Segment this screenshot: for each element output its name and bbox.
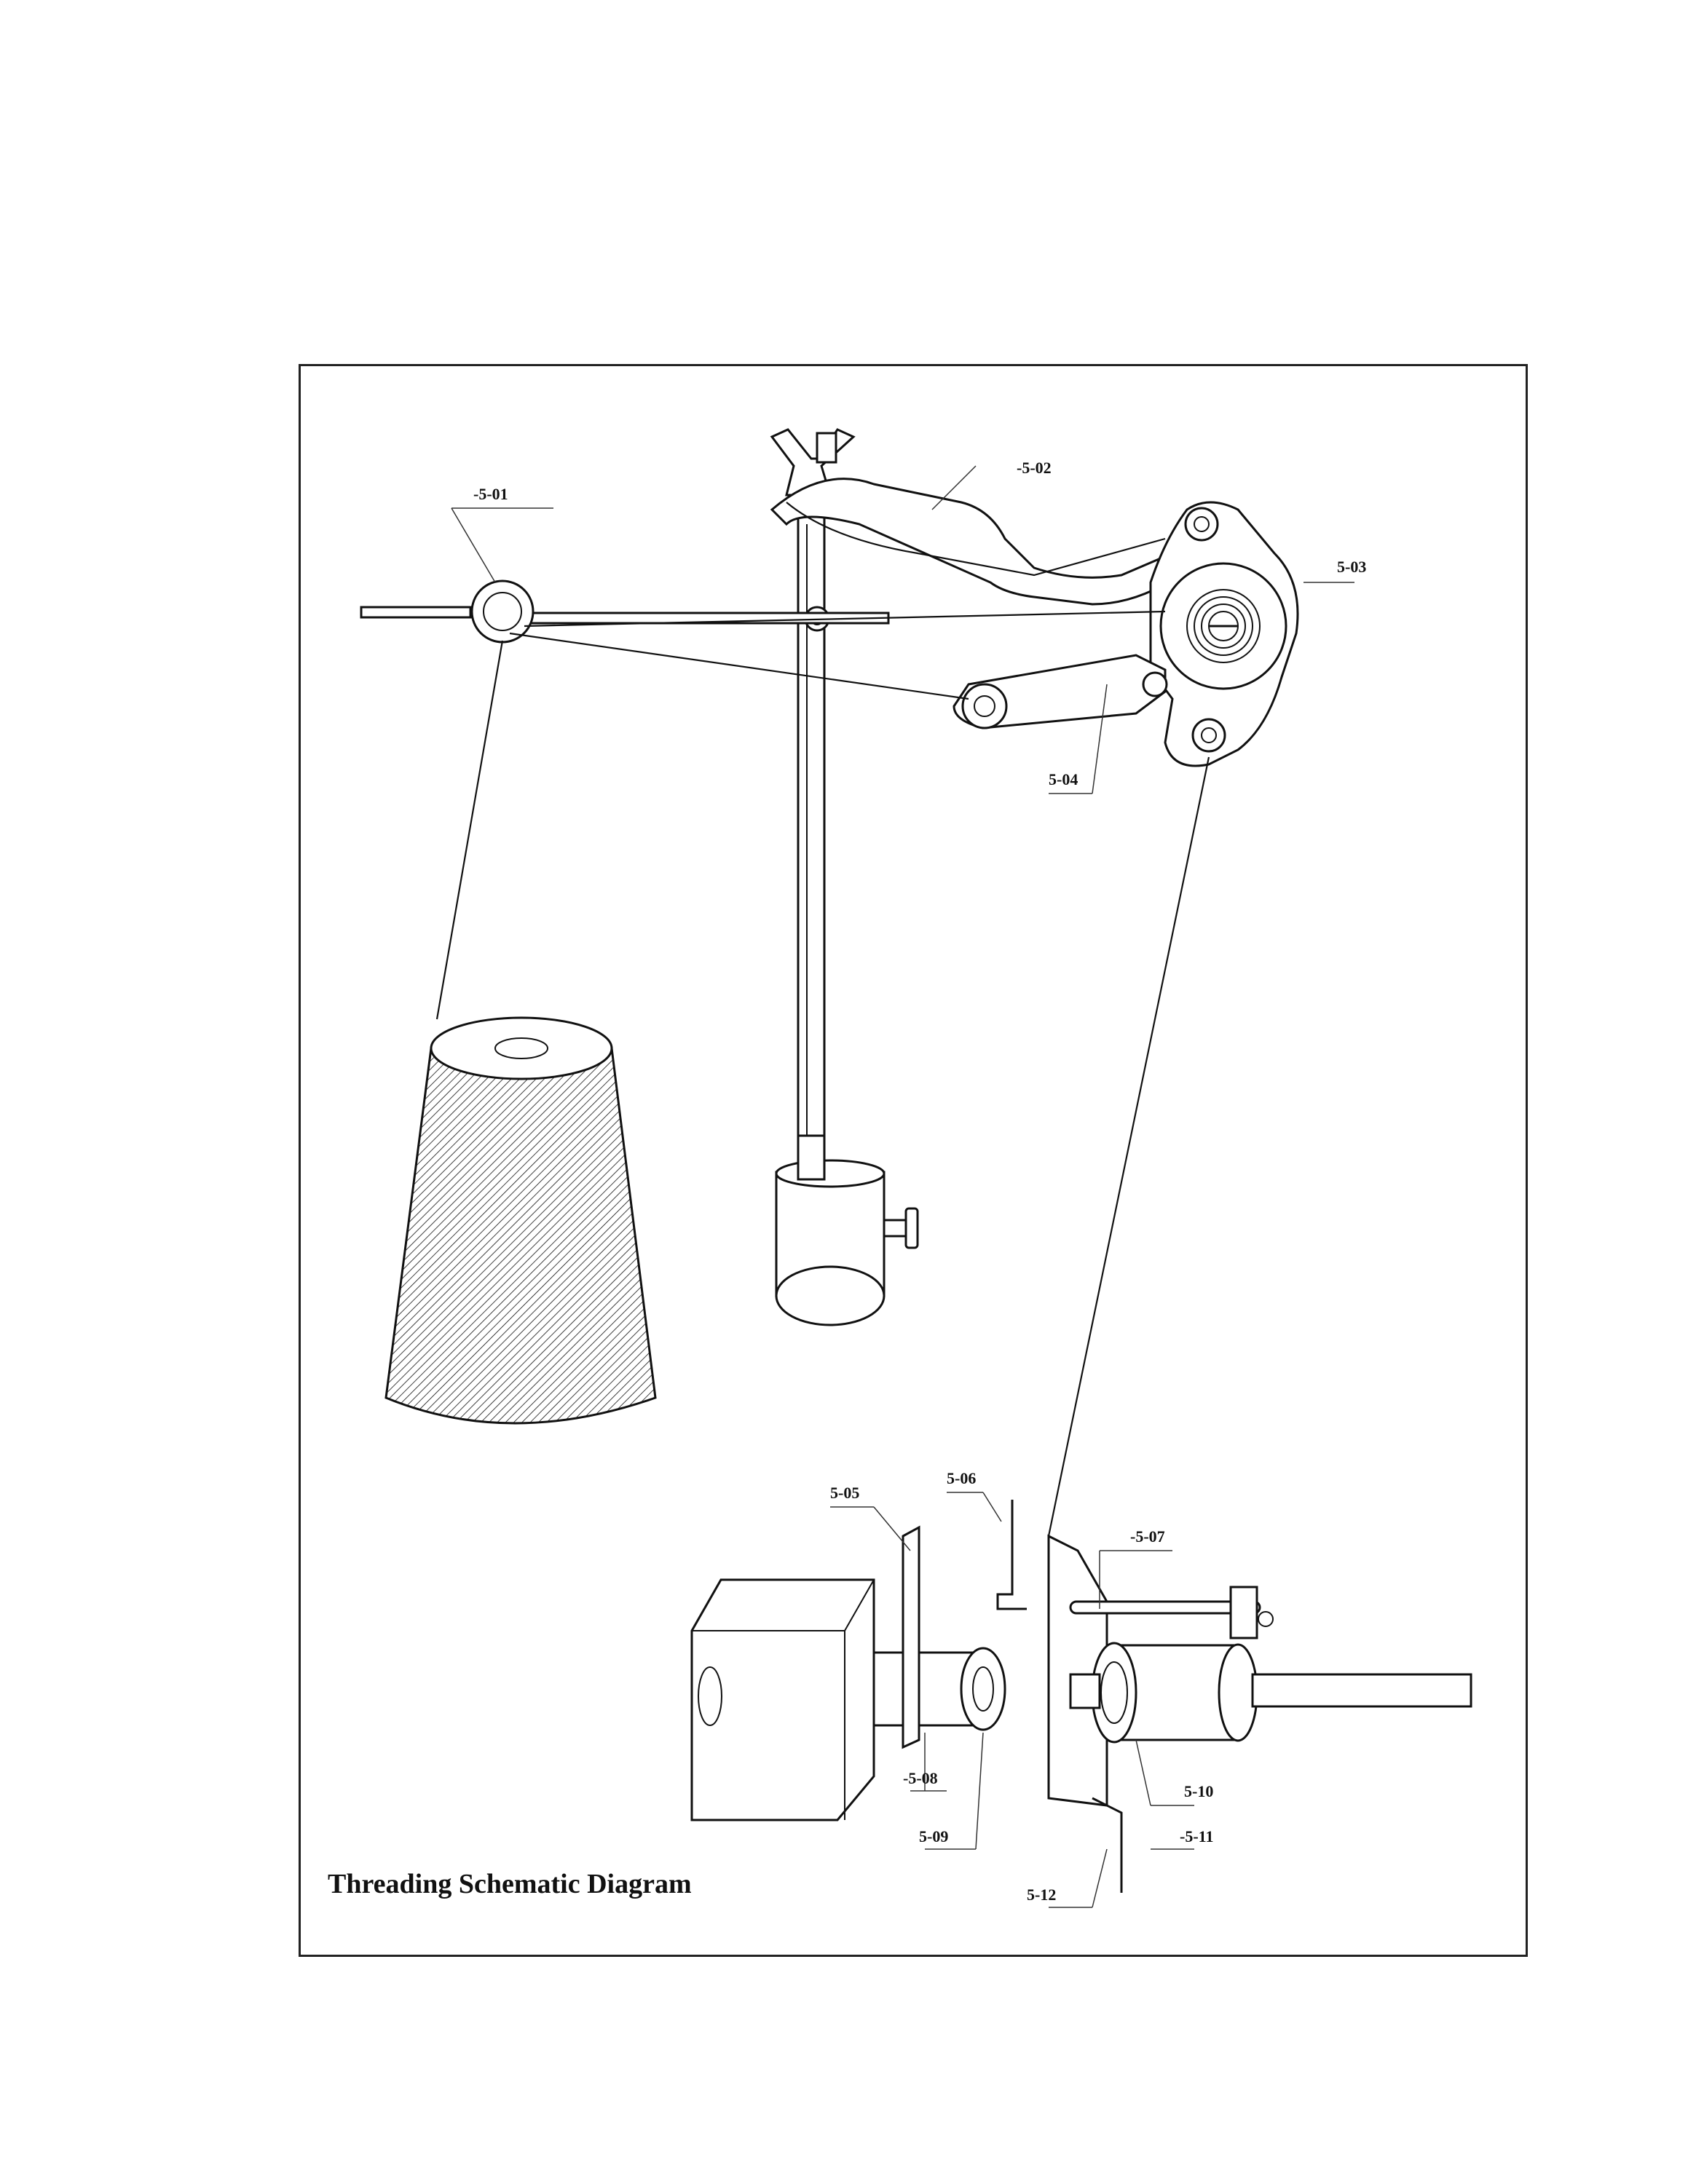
base-lever bbox=[1092, 1797, 1123, 1893]
label-5-01: -5-01 bbox=[473, 485, 508, 503]
hook-guide bbox=[996, 1500, 1027, 1610]
label-5-02: -5-02 bbox=[1017, 459, 1052, 477]
leader-lines bbox=[451, 465, 1354, 1908]
thumb-screw bbox=[883, 1219, 907, 1238]
tension-unit bbox=[1149, 501, 1299, 767]
label-5-11: -5-11 bbox=[1180, 1827, 1213, 1845]
label-5-12: 5-12 bbox=[1027, 1886, 1056, 1904]
stripper-blade bbox=[902, 1525, 920, 1749]
spool-stand bbox=[770, 428, 919, 1326]
take-up-lever bbox=[953, 654, 1168, 729]
motor-housing bbox=[690, 1578, 875, 1821]
thread-path bbox=[435, 502, 1210, 1537]
label-5-05: 5-05 bbox=[830, 1484, 859, 1502]
label-5-10: 5-10 bbox=[1184, 1782, 1213, 1800]
thread-cone bbox=[384, 1016, 657, 1425]
guide-eyelet bbox=[470, 579, 535, 644]
label-5-09: 5-09 bbox=[919, 1827, 948, 1845]
winding-head bbox=[690, 1500, 1472, 1893]
label-5-06: 5-06 bbox=[947, 1469, 976, 1487]
label-5-03: 5-03 bbox=[1337, 558, 1366, 576]
diagram-frame bbox=[299, 364, 1528, 1957]
label-5-04: 5-04 bbox=[1049, 770, 1078, 788]
threaded-stud bbox=[816, 432, 837, 464]
label-5-07: -5-07 bbox=[1130, 1527, 1165, 1546]
diagram-title: Threading Schematic Diagram bbox=[328, 1869, 692, 1899]
bracket-arm bbox=[770, 478, 1181, 606]
label-5-08: -5-08 bbox=[903, 1769, 938, 1787]
